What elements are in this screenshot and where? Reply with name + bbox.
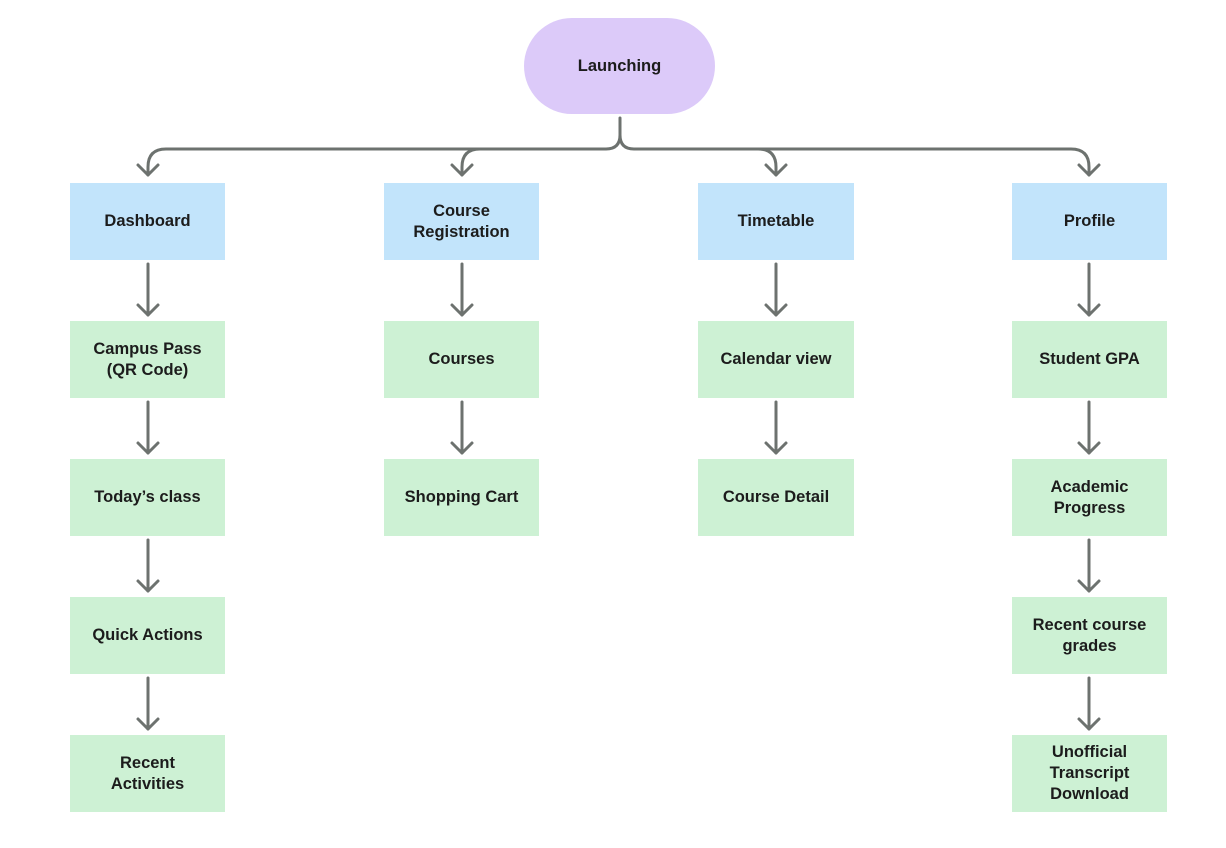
- item-course-detail: Course Detail: [698, 459, 854, 536]
- connector-root-to-timetable: [756, 147, 778, 177]
- section-dashboard: Dashboard: [70, 183, 225, 260]
- section-profile: Profile: [1012, 183, 1167, 260]
- arrowhead-root-2: [764, 163, 788, 177]
- connector-root-to-profile: [618, 133, 1091, 177]
- arrowhead-col1-row0: [450, 303, 474, 317]
- arrowhead-col2-row1: [764, 441, 788, 455]
- arrowhead-col0-row1: [136, 441, 160, 455]
- arrowhead-col0-row3: [136, 717, 160, 731]
- arrowhead-col0-row0: [136, 303, 160, 317]
- connector-root-to-course-registration: [460, 147, 482, 177]
- arrowhead-root-1: [450, 163, 474, 177]
- item-campus-pass: Campus Pass (QR Code): [70, 321, 225, 398]
- root-node-launching: Launching: [524, 18, 715, 114]
- arrowhead-root-3: [1077, 163, 1101, 177]
- arrowhead-col3-row0: [1077, 303, 1101, 317]
- item-courses: Courses: [384, 321, 539, 398]
- arrowhead-col1-row1: [450, 441, 474, 455]
- section-timetable: Timetable: [698, 183, 854, 260]
- item-todays-class: Today’s class: [70, 459, 225, 536]
- arrowhead-col3-row1: [1077, 441, 1101, 455]
- connector-root-to-dashboard: [146, 116, 622, 177]
- item-academic-progress: Academic Progress: [1012, 459, 1167, 536]
- item-recent-activities: Recent Activities: [70, 735, 225, 812]
- item-unofficial-transcript: Unofficial Transcript Download: [1012, 735, 1167, 812]
- arrowhead-root-0: [136, 163, 160, 177]
- arrowhead-col3-row3: [1077, 717, 1101, 731]
- item-shopping-cart: Shopping Cart: [384, 459, 539, 536]
- section-course-registration: Course Registration: [384, 183, 539, 260]
- item-quick-actions: Quick Actions: [70, 597, 225, 674]
- arrowhead-col0-row2: [136, 579, 160, 593]
- item-calendar-view: Calendar view: [698, 321, 854, 398]
- item-student-gpa: Student GPA: [1012, 321, 1167, 398]
- arrowhead-col3-row2: [1077, 579, 1101, 593]
- item-recent-course-grades: Recent course grades: [1012, 597, 1167, 674]
- arrowhead-col2-row0: [764, 303, 788, 317]
